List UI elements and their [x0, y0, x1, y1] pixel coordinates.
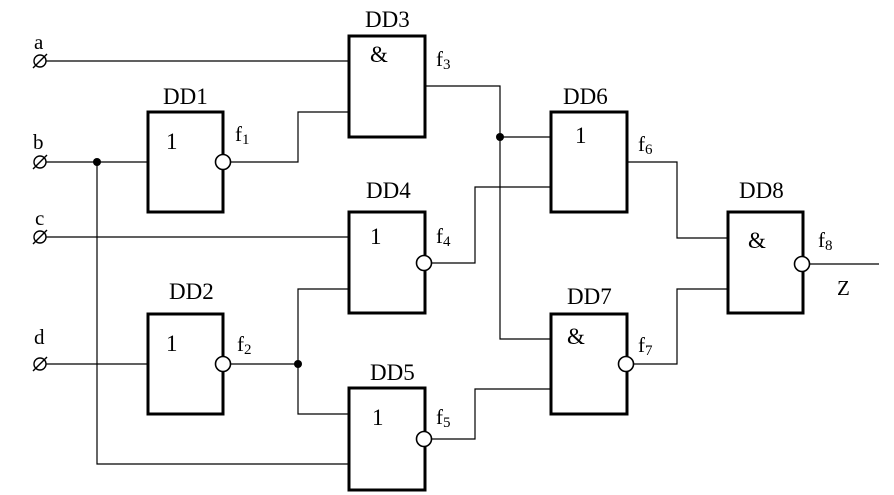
- inverter-bubble: [793, 255, 811, 273]
- gate-dd4-name: DD4: [366, 178, 411, 203]
- gate-dd8-symbol: &: [748, 228, 766, 253]
- gate-dd6: DD6 1 f6: [549, 84, 653, 214]
- gate-dd4: DD4 1 f4: [347, 178, 451, 315]
- gate-dd7-body: [549, 312, 629, 416]
- gate-dd3: DD3 & f3: [347, 7, 451, 139]
- gate-dd8-name: DD8: [739, 178, 784, 203]
- wire-f5-dd7: [432, 388, 551, 440]
- gate-dd4-output-label: f4: [436, 224, 451, 250]
- gate-dd7-output-label: f7: [638, 333, 653, 359]
- input-terminal-a: a: [32, 30, 48, 69]
- input-terminal-c: c: [32, 206, 48, 245]
- wires: [46, 60, 879, 465]
- wire-f2-dd5: [297, 364, 349, 415]
- input-label-a: a: [34, 30, 44, 54]
- inverter-bubble: [415, 254, 433, 272]
- junctions: [93, 133, 504, 368]
- gate-dd1: DD1 1 f1: [146, 84, 250, 214]
- gate-dd3-symbol: &: [370, 42, 388, 67]
- gate-dd6-name: DD6: [563, 84, 608, 109]
- gate-dd7-symbol: &: [567, 324, 585, 349]
- inverter-bubble: [415, 430, 433, 448]
- gate-dd8: DD8 & f8: [726, 178, 833, 315]
- wire-f7-dd8: [634, 288, 728, 365]
- junction-dot: [294, 360, 302, 368]
- gate-dd1-output-label: f1: [235, 122, 250, 148]
- wire-f3: [425, 85, 551, 138]
- gate-dd5-symbol: 1: [372, 405, 384, 430]
- gate-dd7-name: DD7: [567, 284, 612, 309]
- gate-dd5-name: DD5: [370, 360, 415, 385]
- input-label-b: b: [33, 130, 44, 154]
- gate-dd1-body: [146, 110, 225, 214]
- gate-dd8-output-label: f8: [818, 228, 833, 254]
- input-label-c: c: [35, 206, 44, 230]
- wire-b-dd5: [96, 162, 349, 465]
- gate-dd6-body: [549, 110, 629, 214]
- gate-dd8-body: [726, 210, 805, 315]
- gate-dd4-symbol: 1: [370, 224, 382, 249]
- output-label-z: Z: [837, 276, 850, 300]
- junction-dot: [496, 133, 504, 141]
- gate-dd6-output-label: f6: [638, 132, 653, 158]
- wire-f4-dd6: [432, 186, 551, 264]
- gate-dd2-output-label: f2: [237, 332, 252, 358]
- gate-dd2-body: [146, 312, 225, 416]
- wire-f3-dd7: [499, 137, 551, 340]
- gate-dd3-body: [347, 34, 427, 139]
- wire-f1-dd3: [231, 111, 349, 163]
- inverter-bubble: [617, 355, 635, 373]
- input-terminal-d: d: [32, 325, 48, 372]
- junction-dot: [93, 158, 101, 166]
- gate-dd3-name: DD3: [365, 7, 410, 32]
- inverter-bubble: [214, 355, 232, 373]
- gate-dd7: DD7 & f7: [549, 284, 653, 416]
- gate-dd5: DD5 1 f5: [347, 360, 451, 492]
- wire-f6-dd8: [627, 161, 728, 239]
- input-label-d: d: [34, 325, 45, 349]
- gate-dd5-output-label: f5: [436, 405, 451, 431]
- gate-dd6-symbol: 1: [575, 123, 587, 148]
- gate-dd2-symbol: 1: [166, 331, 178, 356]
- input-terminal-b: b: [32, 130, 48, 170]
- inverter-bubble: [214, 153, 232, 171]
- gate-dd2-name: DD2: [169, 279, 214, 304]
- gate-dd3-output-label: f3: [436, 47, 451, 73]
- gate-dd4-body: [347, 210, 427, 315]
- wire-f2-dd4: [297, 288, 349, 364]
- input-terminals: a b c d: [32, 30, 48, 372]
- gate-dd2: DD2 1 f2: [146, 279, 252, 416]
- gate-dd5-body: [347, 386, 427, 492]
- gate-dd1-name: DD1: [163, 84, 208, 109]
- gate-dd1-symbol: 1: [166, 129, 178, 154]
